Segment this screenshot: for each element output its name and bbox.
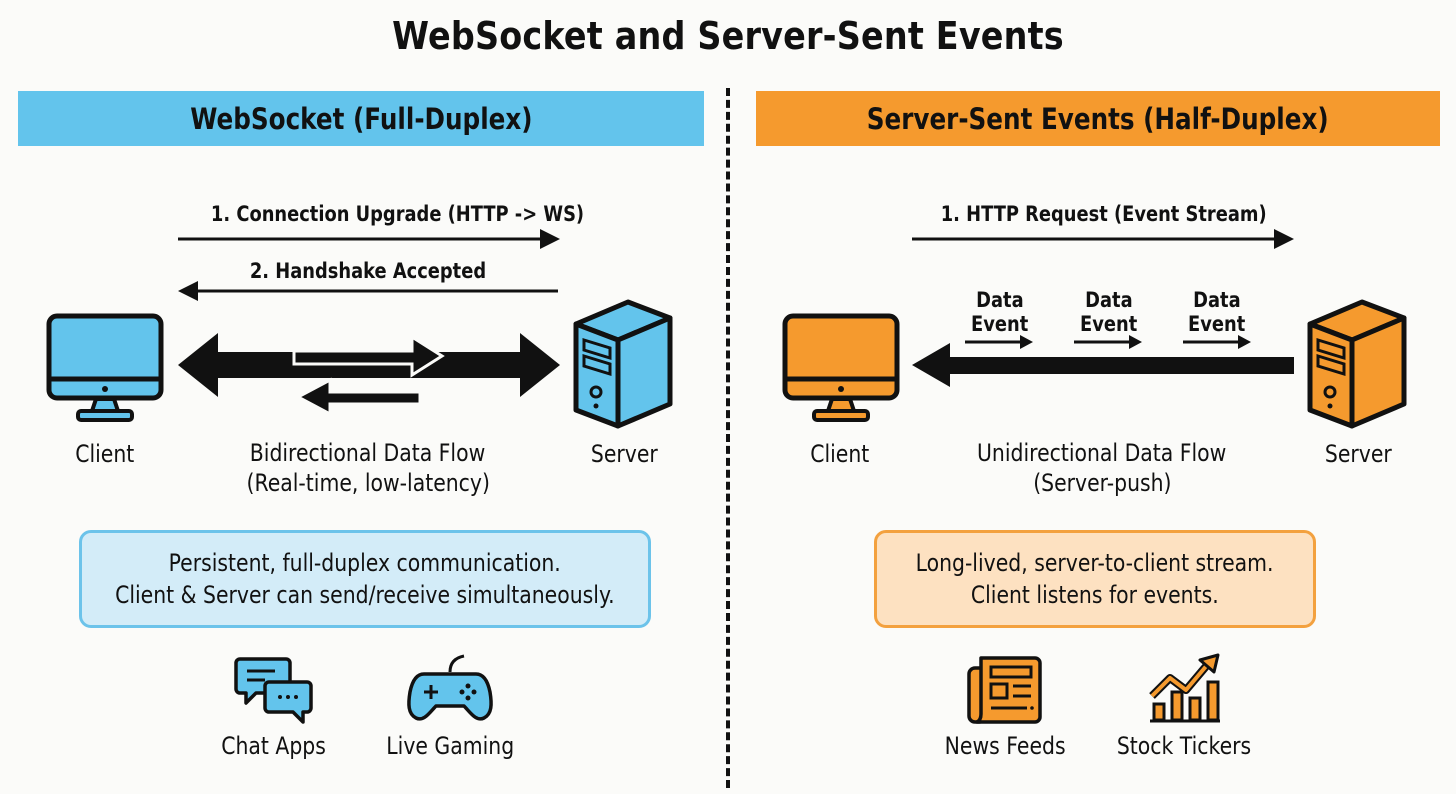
sse-server-label: Server: [1324, 440, 1392, 468]
event-arrow: [1183, 335, 1251, 349]
ws-step2-label: 2. Handshake Accepted: [249, 259, 487, 283]
sse-description-line1: Long-lived, server-to-client stream.: [916, 549, 1274, 577]
page-title: WebSocket and Server-Sent Events: [392, 14, 1064, 58]
sse-description-line2: Client listens for events.: [971, 581, 1219, 609]
sse-description-box: Long-lived, server-to-client stream. Cli…: [874, 530, 1316, 628]
websocket-header: WebSocket (Full-Duplex): [18, 91, 704, 146]
use-case-stock-tickers: Stock Tickers: [1116, 732, 1252, 760]
use-case-live-gaming: Live Gaming: [386, 732, 514, 760]
use-case-news-feeds: News Feeds: [944, 732, 1066, 760]
ws-server-label: Server: [590, 440, 658, 468]
sse-header-label: Server-Sent Events (Half-Duplex): [867, 101, 1329, 136]
ws-description-box: Persistent, full-duplex communication. C…: [79, 530, 651, 628]
sse-server-icon: [1307, 299, 1407, 429]
ws-description-line2: Client & Server can send/receive simulta…: [115, 581, 615, 609]
ws-step1-label: 1. Connection Upgrade (HTTP -> WS): [210, 202, 585, 226]
sse-step1-label: 1. HTTP Request (Event Stream): [940, 202, 1267, 226]
gamepad-icon: [407, 654, 493, 721]
sse-flow-caption: Unidirectional Data Flow (Server-push): [977, 439, 1227, 497]
sse-header: Server-Sent Events (Half-Duplex): [756, 91, 1440, 146]
use-case-chat-apps: Chat Apps: [221, 732, 327, 760]
ws-description-line1: Persistent, full-duplex communication.: [168, 549, 562, 577]
newspaper-icon: [967, 656, 1042, 724]
ws-server-icon: [573, 299, 673, 429]
sse-client-monitor-icon: [782, 313, 900, 422]
ws-client-monitor-icon: [46, 313, 164, 422]
event-arrow: [965, 335, 1033, 349]
websocket-header-label: WebSocket (Full-Duplex): [189, 101, 533, 136]
chat-bubbles-icon: [234, 657, 313, 724]
event-arrow: [1074, 335, 1142, 349]
sse-client-label: Client: [810, 440, 870, 468]
section-divider: [726, 88, 730, 788]
ws-client-label: Client: [75, 440, 135, 468]
stock-chart-icon: [1149, 653, 1220, 723]
ws-flow-caption: Bidirectional Data Flow (Real-time, low-…: [246, 439, 490, 497]
